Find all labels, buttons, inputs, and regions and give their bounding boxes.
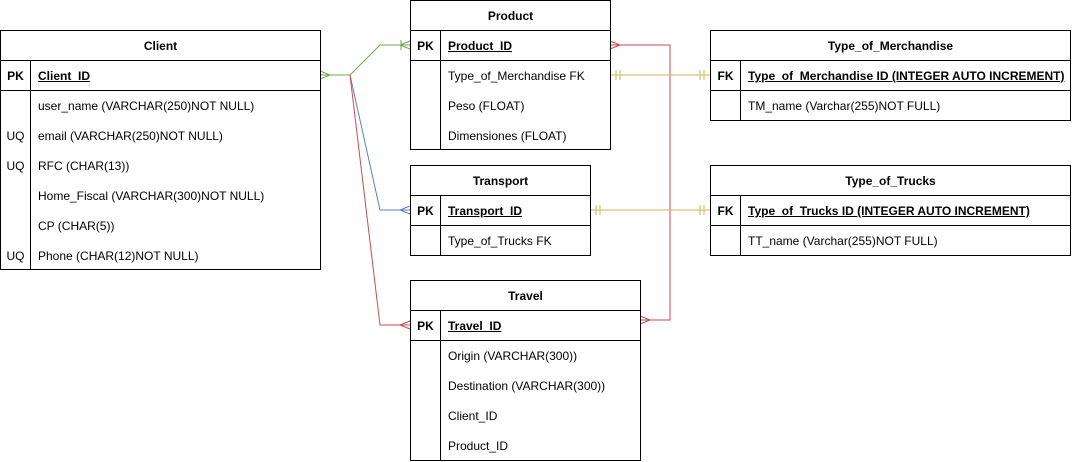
field-text: Type_of_Merchandise FK <box>448 69 585 83</box>
entity-title: Travel <box>411 281 640 311</box>
entity-client[interactable]: Client PK Client_ID user_name (VARCHAR(2… <box>0 30 321 270</box>
entity-title: Type_of_Trucks <box>711 166 1070 196</box>
field-row: Type_of_Trucks FK <box>411 226 590 256</box>
key-label <box>1 181 30 211</box>
entity-type-of-merchandise[interactable]: Type_of_Merchandise FK Type_of_Merchandi… <box>710 30 1071 121</box>
pk-row: PK Client_ID <box>1 61 320 91</box>
key-label <box>411 431 440 461</box>
pk-field: Client_ID <box>38 69 91 83</box>
field-row: Product_ID <box>411 431 640 461</box>
field-text: email (VARCHAR(250)NOT NULL) <box>38 129 223 143</box>
key-label <box>411 91 440 121</box>
pk-row: PK Travel_ID <box>411 311 640 341</box>
key-divider <box>440 196 441 255</box>
field-row: Type_of_Merchandise FK <box>411 61 610 91</box>
key-divider <box>30 61 31 269</box>
pk-field: Product_ID <box>448 39 513 53</box>
key-label <box>411 371 440 401</box>
field-row: TM_name (Varchar(255)NOT FULL) <box>711 91 1070 121</box>
entity-title: Product <box>411 1 610 31</box>
key-label <box>411 226 440 256</box>
key-label: FK <box>717 204 734 218</box>
key-label: UQ <box>6 129 25 143</box>
entity-title: Type_of_Merchandise <box>711 31 1070 61</box>
pk-row: PK Transport_ID <box>411 196 590 226</box>
pk-row: FK Type_of_Trucks ID (INTEGER AUTO INCRE… <box>711 196 1070 226</box>
link-client-transport <box>349 74 411 215</box>
field-row: Client_ID <box>411 401 640 431</box>
link-client-travel <box>349 74 411 330</box>
field-text: CP (CHAR(5)) <box>38 219 115 233</box>
field-row: CP (CHAR(5)) <box>1 211 320 241</box>
key-label: UQ <box>6 159 25 173</box>
field-row: user_name (VARCHAR(250)NOT NULL) <box>1 91 320 121</box>
field-row: Peso (FLOAT) <box>411 91 610 121</box>
entity-type-of-trucks[interactable]: Type_of_Trucks FK Type_of_Trucks ID (INT… <box>710 165 1071 256</box>
field-text: Client_ID <box>448 409 498 423</box>
pk-row: PK Product_ID <box>411 31 610 61</box>
key-label <box>711 91 740 121</box>
pk-row: FK Type_of_Merchandise ID (INTEGER AUTO … <box>711 61 1070 91</box>
field-row: Destination (VARCHAR(300)) <box>411 371 640 401</box>
key-label: PK <box>7 69 24 83</box>
link-client-product <box>319 40 411 80</box>
entity-travel[interactable]: Travel PK Travel_ID Origin (VARCHAR(300)… <box>410 280 641 461</box>
field-text: RFC (CHAR(13)) <box>38 159 130 173</box>
link-transport-trucks <box>590 205 710 215</box>
key-label: PK <box>417 319 434 333</box>
field-text: Peso (FLOAT) <box>448 99 525 113</box>
field-text: Destination (VARCHAR(300)) <box>448 379 606 393</box>
field-text: Home_Fiscal (VARCHAR(300)NOT NULL) <box>38 189 265 203</box>
entity-title: Transport <box>411 166 590 196</box>
field-text: Dimensiones (FLOAT) <box>448 129 567 143</box>
pk-field: Travel_ID <box>448 319 502 333</box>
key-divider <box>740 61 741 120</box>
entity-product[interactable]: Product PK Product_ID Type_of_Merchandis… <box>410 0 611 150</box>
key-label <box>411 401 440 431</box>
key-label: PK <box>417 204 434 218</box>
field-row: Origin (VARCHAR(300)) <box>411 341 640 371</box>
key-label: UQ <box>6 249 25 263</box>
key-divider <box>740 196 741 255</box>
key-label <box>1 91 30 121</box>
key-label <box>1 211 30 241</box>
key-label <box>411 121 440 151</box>
key-label <box>711 226 740 256</box>
field-text: TT_name (Varchar(255)NOT FULL) <box>748 234 938 248</box>
field-text: Phone (CHAR(12)NOT NULL) <box>38 249 199 263</box>
field-row: Dimensiones (FLOAT) <box>411 121 610 151</box>
entity-transport[interactable]: Transport PK Transport_ID Type_of_Trucks… <box>410 165 591 256</box>
key-divider <box>440 31 441 149</box>
key-label: PK <box>417 39 434 53</box>
field-text: Type_of_Trucks FK <box>448 234 552 248</box>
link-product-merchandise <box>610 70 710 80</box>
key-label: FK <box>717 69 734 83</box>
key-label <box>411 61 440 91</box>
field-text: Product_ID <box>448 439 509 453</box>
key-label <box>411 341 440 371</box>
pk-field: Type_of_Merchandise ID (INTEGER AUTO INC… <box>748 69 1065 83</box>
field-text: Origin (VARCHAR(300)) <box>448 349 578 363</box>
field-text: TM_name (Varchar(255)NOT FULL) <box>748 99 941 113</box>
entity-title: Client <box>1 31 320 61</box>
field-text: user_name (VARCHAR(250)NOT NULL) <box>38 99 255 113</box>
field-row: Home_Fiscal (VARCHAR(300)NOT NULL) <box>1 181 320 211</box>
pk-field: Transport_ID <box>448 204 523 218</box>
field-row: UQ email (VARCHAR(250)NOT NULL) <box>1 121 320 151</box>
field-row: UQ Phone (CHAR(12)NOT NULL) <box>1 241 320 271</box>
field-row: UQ RFC (CHAR(13)) <box>1 151 320 181</box>
pk-field: Type_of_Trucks ID (INTEGER AUTO INCREMEN… <box>748 204 1030 218</box>
field-row: TT_name (Varchar(255)NOT FULL) <box>711 226 1070 256</box>
key-divider <box>440 311 441 460</box>
